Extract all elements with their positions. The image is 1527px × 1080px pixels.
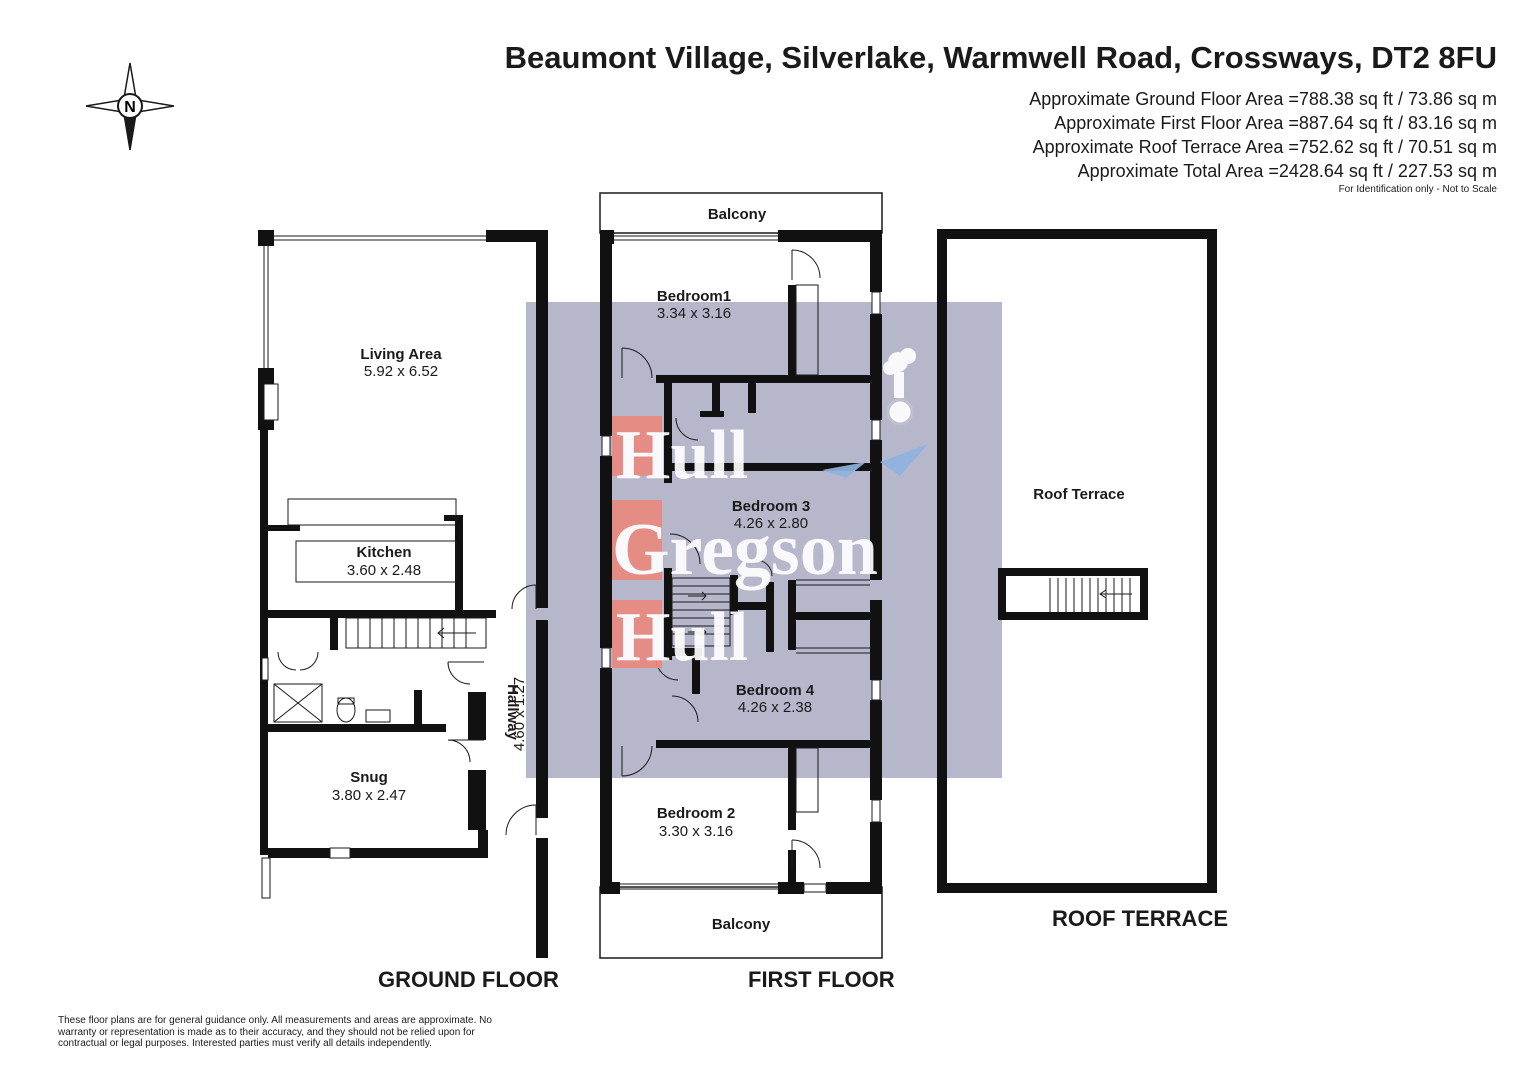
room-name-bedroom3: Bedroom 3 (732, 498, 810, 515)
property-address-title: Beaumont Village, Silverlake, Warmwell R… (504, 40, 1497, 75)
room-dims-bedroom4: 4.26 x 2.38 (738, 699, 812, 716)
room-dims-bedroom3: 4.26 x 2.80 (734, 515, 808, 532)
compass-north-letter: N (124, 99, 136, 116)
floor-label-roof: ROOF TERRACE (1052, 906, 1228, 931)
floor-label-ground: GROUND FLOOR (378, 967, 559, 992)
ground-floor-staircase (345, 617, 487, 649)
room-name-kitchen: Kitchen (356, 544, 411, 561)
room-dims-kitchen: 3.60 x 2.48 (347, 562, 421, 579)
ground-floor-walls (258, 230, 548, 958)
watermark-line-2: Gregson (612, 509, 878, 591)
watermark-line-3: Hull (616, 599, 748, 676)
first-floor-thin-lines (601, 235, 881, 893)
first-floor-walls (600, 230, 882, 894)
ground-floor-thin-lines (261, 235, 486, 899)
balcony-top-outline (599, 192, 883, 234)
disclaimer-text: These floor plans are for general guidan… (58, 1015, 492, 1049)
room-name-hallway: Hallway (504, 684, 521, 741)
room-name-roof-terrace: Roof Terrace (1033, 486, 1124, 503)
room-name-living-area: Living Area (360, 346, 442, 363)
roof-terrace-area: Approximate Roof Terrace Area =752.62 sq… (1032, 137, 1497, 157)
room-name-bedroom1: Bedroom1 (657, 288, 731, 305)
room-name-balcony-top: Balcony (708, 206, 767, 223)
ground-floor-area: Approximate Ground Floor Area =788.38 sq… (1029, 89, 1497, 109)
room-dims-bedroom1: 3.34 x 3.16 (657, 305, 731, 322)
watermark-logo: Hull Gregson Hull (612, 348, 928, 676)
room-name-balcony-bottom: Balcony (712, 916, 771, 933)
total-area: Approximate Total Area =2428.64 sq ft / … (1077, 161, 1497, 181)
compass-icon: N (85, 62, 175, 151)
room-dims-hallway: 4.60 x 1.27 (511, 677, 528, 751)
room-name-bedroom2: Bedroom 2 (657, 805, 735, 822)
room-name-bedroom4: Bedroom 4 (736, 682, 815, 699)
room-dims-snug: 3.80 x 2.47 (332, 787, 406, 804)
first-floor-staircase (671, 577, 731, 647)
first-floor-area: Approximate First Floor Area =887.64 sq … (1054, 113, 1497, 133)
room-name-snug: Snug (350, 769, 388, 786)
room-dims-bedroom2: 3.30 x 3.16 (659, 823, 733, 840)
area-summary: Approximate Ground Floor Area =788.38 sq… (1029, 87, 1497, 197)
ground-floor-doors (277, 584, 537, 836)
roof-terrace-outline (937, 229, 1217, 893)
floor-label-first: FIRST FLOOR (748, 967, 895, 992)
watermark-line-1: Hull (616, 417, 748, 494)
scale-note: For Identification only - Not to Scale (1338, 184, 1497, 195)
first-floor-doors (621, 249, 821, 869)
roof-terrace-staircase (998, 568, 1148, 620)
balcony-bottom-outline (599, 886, 883, 959)
room-dims-living-area: 5.92 x 6.52 (364, 363, 438, 380)
